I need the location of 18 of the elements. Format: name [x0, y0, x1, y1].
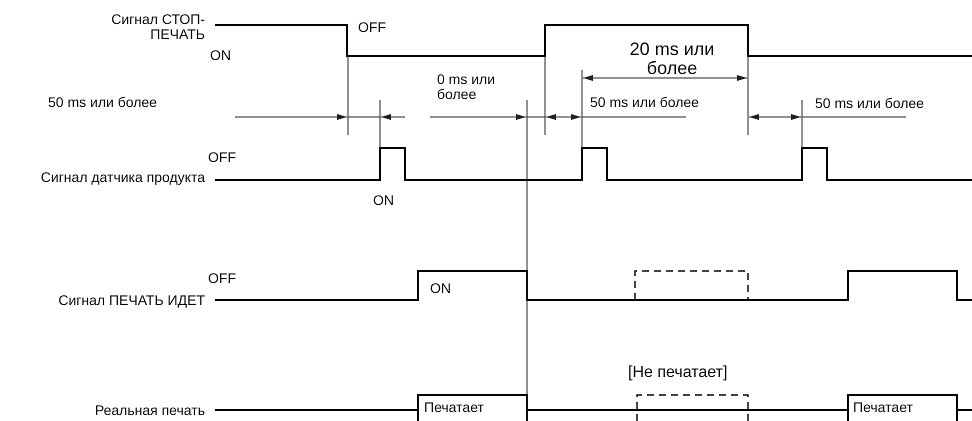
timing-label: 50 ms или более — [815, 96, 924, 111]
state-label: Печатает — [853, 400, 913, 415]
state-label: ON — [430, 281, 451, 296]
state-label: Печатает — [424, 400, 484, 415]
state-label: OFF — [208, 271, 236, 286]
state-label: ON — [210, 48, 231, 63]
signal-name: Сигнал датчика продукта — [40, 170, 205, 185]
signal-name: Сигнал СТОП-ПЕЧАТЬ — [110, 12, 205, 42]
timing-label: 50 ms или более — [48, 95, 157, 110]
signal-name: Реальная печать — [94, 403, 205, 418]
state-label: OFF — [358, 20, 386, 35]
signal-name: Сигнал ПЕЧАТЬ ИДЕТ — [57, 293, 205, 308]
timing-label: 0 ms или более — [437, 72, 496, 102]
state-label: OFF — [208, 150, 236, 165]
state-label: ON — [373, 193, 394, 208]
timing-label: 50 ms или более — [590, 95, 699, 110]
state-label: [Не печатает] — [628, 364, 728, 381]
timing-label: 20 ms или более — [628, 40, 716, 78]
